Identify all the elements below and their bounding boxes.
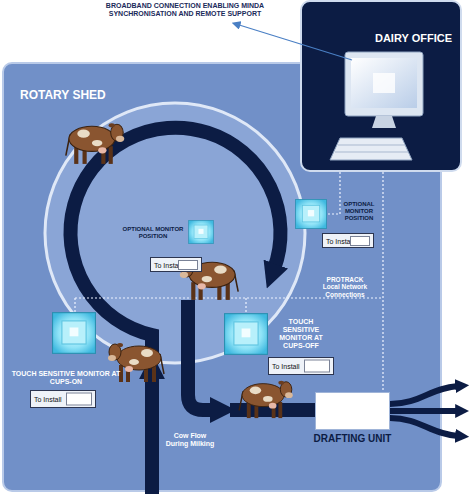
office-box: DAIRY OFFICE xyxy=(300,0,462,172)
install-text: To Install xyxy=(34,396,62,403)
drafting-unit: DRAFTING UNIT xyxy=(315,392,390,430)
checkbox xyxy=(304,360,330,373)
node-title: DAIRY OFFICE xyxy=(375,32,452,44)
annotation-label: TOUCH SENSITIVE MONITOR AT CUPS-ON xyxy=(10,370,122,386)
node-title: DRAFTING UNIT xyxy=(314,433,392,444)
install-box: To Install xyxy=(30,390,96,408)
checkbox xyxy=(350,236,370,246)
install-box: To Install xyxy=(322,233,374,248)
install-text: To Install xyxy=(272,363,300,370)
install-box: To Install xyxy=(150,257,202,272)
install-box: To Install xyxy=(268,357,334,375)
checkbox xyxy=(178,260,198,270)
annotation-label: TOUCH SENSITIVE MONITOR AT CUPS-OFF xyxy=(270,318,332,350)
node-title: ROTARY SHED xyxy=(20,88,106,102)
annotation-label: PROTRACK Local Network Connections xyxy=(318,276,372,298)
checkbox xyxy=(66,393,92,406)
annotation-label: OPTIONAL MONITOR POSITION xyxy=(118,226,188,240)
annotation-label: Cow Flow During Milking xyxy=(164,432,216,448)
annotation-label: BROADBAND CONNECTION ENABLING MINDA SYNC… xyxy=(92,2,278,18)
annotation-label: OPTIONAL MONITOR POSITION xyxy=(334,201,384,222)
